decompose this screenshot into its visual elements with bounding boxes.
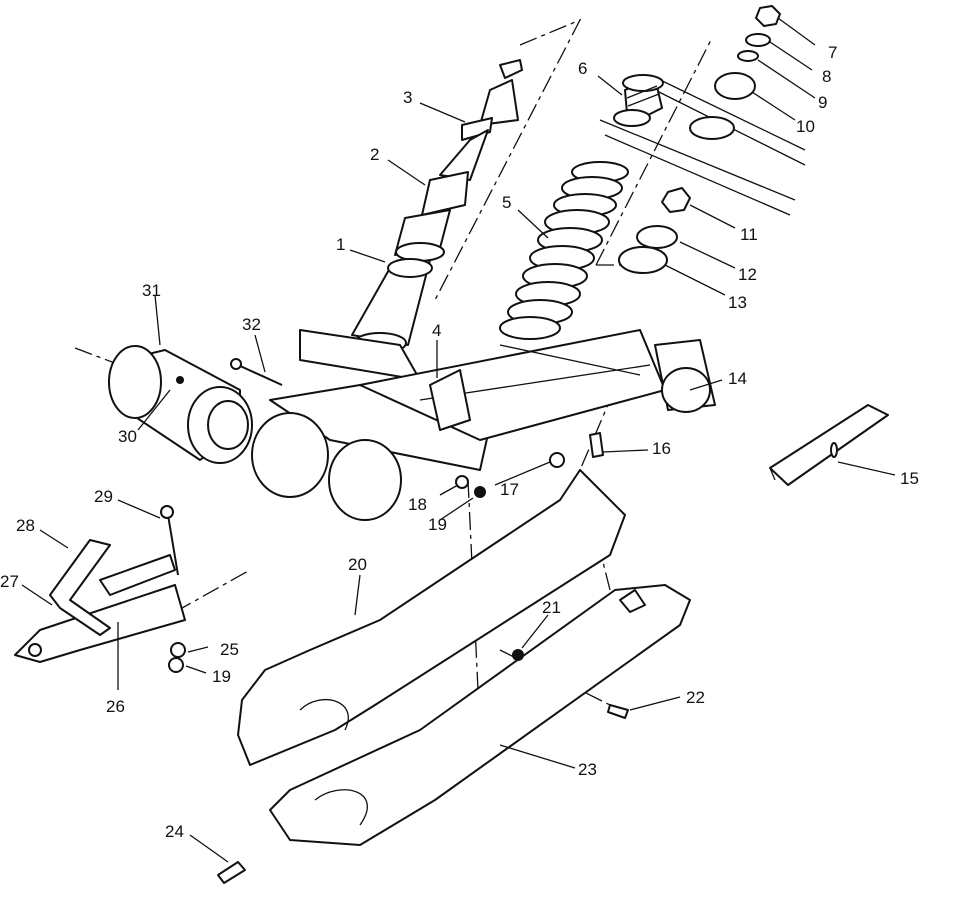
callout-21: 21 bbox=[542, 598, 561, 617]
callout-8: 8 bbox=[822, 67, 831, 86]
callout-26: 26 bbox=[106, 697, 125, 716]
callout-18: 18 bbox=[408, 495, 427, 514]
callout-5: 5 bbox=[502, 193, 511, 212]
callout-2: 2 bbox=[370, 145, 379, 164]
callout-3: 3 bbox=[403, 88, 412, 107]
bumper-bar bbox=[769, 404, 889, 486]
callout-24: 24 bbox=[165, 822, 184, 841]
idler-bracket bbox=[14, 539, 186, 663]
bolt-32 bbox=[230, 358, 283, 386]
callout-29: 29 bbox=[94, 487, 113, 506]
callout-11: 11 bbox=[740, 225, 758, 244]
callout-labels: 1 2 3 4 5 6 7 8 9 10 11 12 13 14 15 16 1… bbox=[0, 43, 919, 841]
callout-7: 7 bbox=[828, 43, 837, 62]
callout-25: 25 bbox=[220, 640, 239, 659]
callout-30: 30 bbox=[118, 427, 137, 446]
small-hardware bbox=[168, 432, 629, 884]
chain-case-lower bbox=[269, 584, 691, 846]
callout-9: 9 bbox=[818, 93, 827, 112]
callout-27: 27 bbox=[0, 572, 19, 591]
callout-28: 28 bbox=[16, 516, 35, 535]
coil-spring bbox=[499, 161, 629, 340]
pivot-tube bbox=[108, 345, 253, 464]
leader-lines bbox=[21, 17, 896, 863]
callout-19-lower: 19 bbox=[212, 667, 231, 686]
callout-16: 16 bbox=[652, 439, 671, 458]
callout-10: 10 bbox=[796, 117, 815, 136]
callout-12: 12 bbox=[738, 265, 757, 284]
callout-23: 23 bbox=[578, 760, 597, 779]
chain-case-upper bbox=[237, 469, 626, 766]
callout-31: 31 bbox=[142, 281, 161, 300]
swing-arm bbox=[251, 329, 716, 521]
callout-15: 15 bbox=[900, 469, 919, 488]
callout-17: 17 bbox=[500, 480, 519, 499]
callout-20: 20 bbox=[348, 555, 367, 574]
callout-1: 1 bbox=[336, 235, 345, 254]
callout-14: 14 bbox=[728, 369, 747, 388]
mounting-hardware bbox=[618, 5, 781, 274]
bolt-29 bbox=[160, 505, 179, 576]
callout-32: 32 bbox=[242, 315, 261, 334]
spring-retainer bbox=[613, 74, 664, 127]
callout-22: 22 bbox=[686, 688, 705, 707]
callout-4: 4 bbox=[432, 321, 441, 340]
callout-19-upper: 19 bbox=[428, 515, 447, 534]
callout-13: 13 bbox=[728, 293, 747, 312]
callout-6: 6 bbox=[578, 59, 587, 78]
shock-absorber-body bbox=[351, 59, 523, 354]
